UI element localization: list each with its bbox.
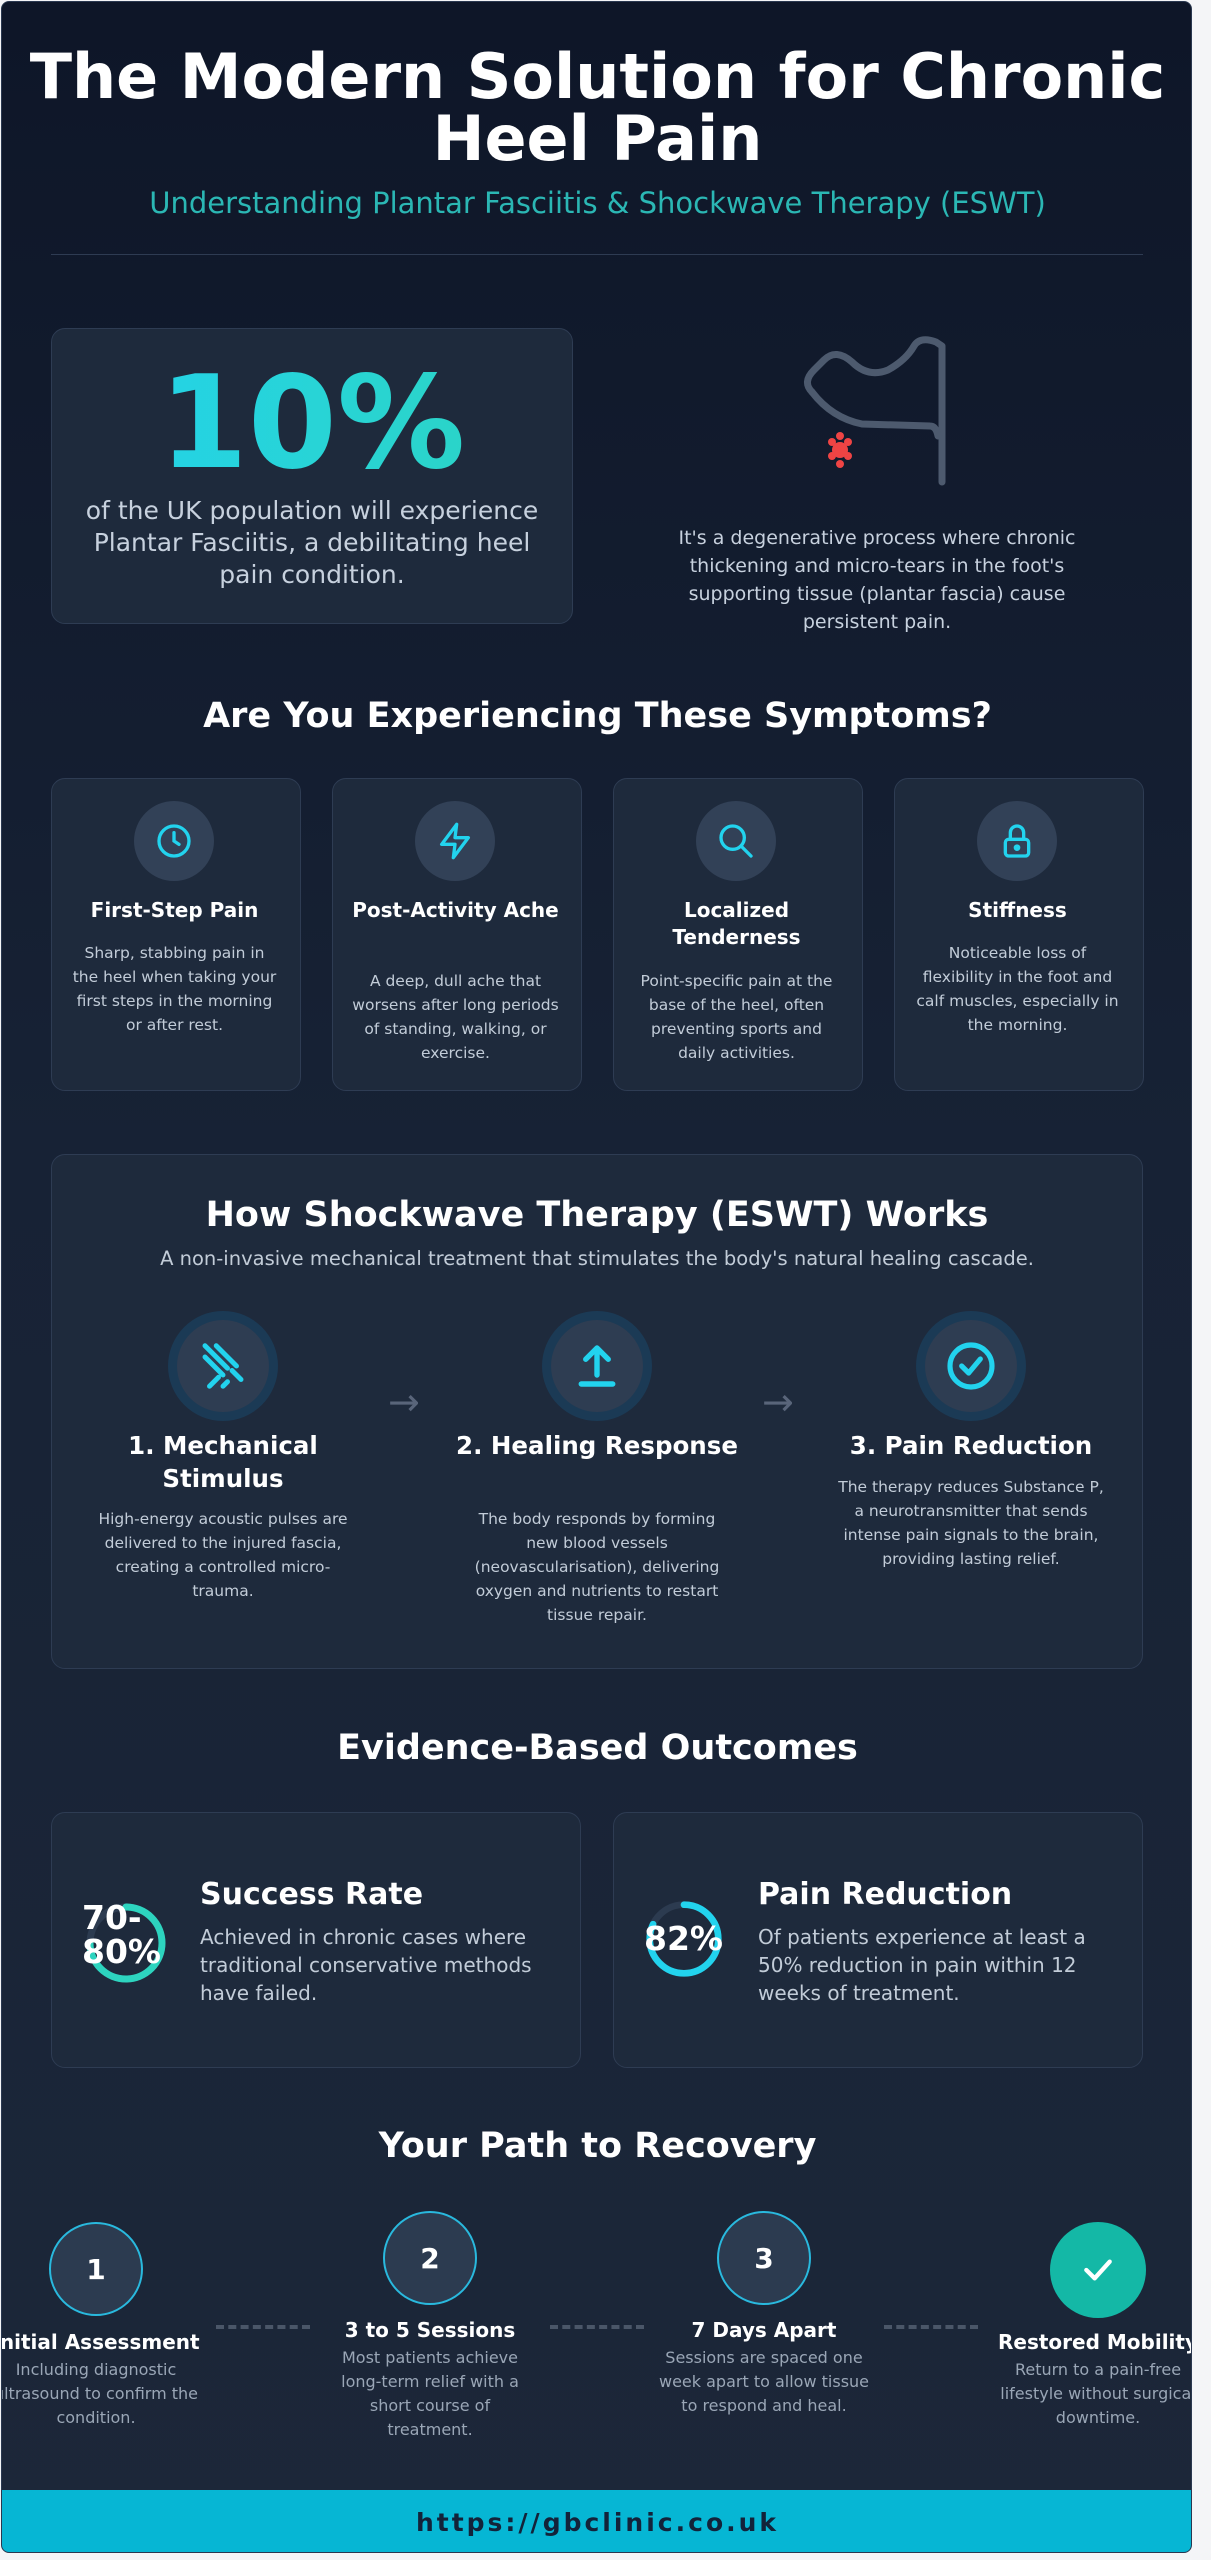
page-title: The Modern Solution for Chronic Heel Pai…: [2, 40, 1191, 175]
flow-arrow: →: [388, 1380, 420, 1424]
outcome-card-pain: 82% Pain Reduction Of patients experienc…: [613, 1812, 1143, 2068]
foot-heel-pain-icon: [804, 336, 946, 486]
success-rate-value: 70- 80%: [82, 1901, 161, 1969]
stat-text: of the UK population will experience Pla…: [85, 496, 539, 589]
symptom-desc: Sharp, stabbing pain in the heel when ta…: [72, 944, 277, 1034]
outcomes-title: Evidence-Based Outcomes: [337, 1728, 858, 1768]
recovery-step-desc: Sessions are spaced one week apart to al…: [659, 2348, 870, 2415]
symptom-card-post-activity: Post-Activity Ache A deep, dull ache tha…: [332, 778, 582, 1091]
footer-url-link[interactable]: https://gbclinic.co.uk: [415, 2507, 780, 2537]
symptom-title: First-Step Pain: [90, 898, 259, 922]
recovery-step-title: Initial Assessment: [1, 2330, 200, 2354]
recovery-step-3-badge: 3: [717, 2211, 811, 2305]
success-rate-ring: [86, 1903, 166, 1983]
step-desc: The therapy reduces Substance P, a neuro…: [838, 1478, 1104, 1568]
symptoms-title: Are You Experiencing These Symptoms?: [203, 696, 992, 736]
recovery-step-1-badge: 1: [49, 2222, 143, 2316]
step-title: 1. Mechanical Stimulus: [128, 1431, 318, 1493]
title-line-1: The Modern Solution for Chronic: [29, 40, 1166, 113]
outcome-title: Success Rate: [200, 1877, 424, 1912]
pain-reduction-ring: [646, 1901, 722, 1977]
symptom-card-stiffness: Stiffness Noticeable loss of flexibility…: [894, 778, 1144, 1091]
recovery-step-desc: Including diagnostic ultrasound to confi…: [1, 2360, 199, 2427]
step-desc: The body responds by forming new blood v…: [474, 1510, 720, 1624]
lock-icon: [977, 801, 1057, 881]
footer-bar: https://gbclinic.co.uk: [2, 2490, 1191, 2552]
recovery-step-2-badge: 2: [383, 2211, 477, 2305]
symptom-desc: Noticeable loss of flexibility in the fo…: [916, 944, 1119, 1034]
outcome-title: Pain Reduction: [758, 1877, 1013, 1912]
pain-reduction-value: 82%: [644, 1919, 723, 1958]
eswt-card: How Shockwave Therapy (ESWT) Works A non…: [51, 1154, 1143, 1669]
lightning-icon: [415, 801, 495, 881]
recovery-title: Your Path to Recovery: [378, 2126, 817, 2166]
symptom-title: Stiffness: [968, 898, 1067, 922]
symptom-desc: Point-specific pain at the base of the h…: [640, 972, 833, 1062]
path-connector: [550, 2325, 644, 2329]
foot-description: It's a degenerative process where chroni…: [678, 527, 1076, 633]
stat-value: 10%: [52, 359, 572, 489]
symptom-card-localized: Localized Tenderness Point-specific pain…: [613, 778, 863, 1091]
eswt-subtitle: A non-invasive mechanical treatment that…: [160, 1247, 1034, 1270]
stat-card: 10% of the UK population will experience…: [51, 328, 573, 624]
value-line-1: 70-: [82, 1898, 142, 1937]
outcome-desc: Of patients experience at least a 50% re…: [758, 1925, 1086, 2005]
check-circle-icon: [916, 1311, 1026, 1421]
recovery-step-title: 7 Days Apart: [691, 2318, 837, 2342]
step-title: 2. Healing Response: [456, 1431, 738, 1460]
recovery-step-title: 3 to 5 Sessions: [344, 2318, 516, 2342]
search-icon: [696, 801, 776, 881]
pain-burst: [828, 432, 852, 468]
recovery-step-desc: Most patients achieve long-term relief w…: [341, 2348, 519, 2439]
checkmark-icon: [1050, 2222, 1146, 2318]
symptom-card-first-step: First-Step Pain Sharp, stabbing pain in …: [51, 778, 301, 1091]
clock-icon: [134, 801, 214, 881]
symptom-desc: A deep, dull ache that worsens after lon…: [352, 972, 559, 1062]
step-title: 3. Pain Reduction: [849, 1431, 1093, 1460]
value-line-2: 80%: [82, 1932, 161, 1971]
path-connector: [884, 2325, 978, 2329]
symptom-title: Localized Tenderness: [672, 898, 801, 949]
outcome-desc: Achieved in chronic cases where traditio…: [200, 1925, 532, 2005]
title-line-2: Heel Pain: [432, 102, 763, 175]
flow-arrow: →: [762, 1380, 794, 1424]
recovery-step-title: Restored Mobility: [998, 2330, 1192, 2354]
header-divider: [51, 254, 1143, 255]
path-connector: [216, 2325, 310, 2329]
symptom-title: Post-Activity Ache: [352, 898, 559, 922]
recovery-step-desc: Return to a pain-free lifestyle without …: [1000, 2360, 1192, 2427]
outcome-card-success: 70- 80% Success Rate Achieved in chronic…: [51, 1812, 581, 2068]
step-desc: High-energy acoustic pulses are delivere…: [98, 1510, 348, 1600]
page-subtitle: Understanding Plantar Fasciitis & Shockw…: [149, 186, 1046, 220]
upload-arrow-icon: [542, 1311, 652, 1421]
wave-pulse-icon: [168, 1311, 278, 1421]
eswt-title: How Shockwave Therapy (ESWT) Works: [205, 1195, 989, 1235]
